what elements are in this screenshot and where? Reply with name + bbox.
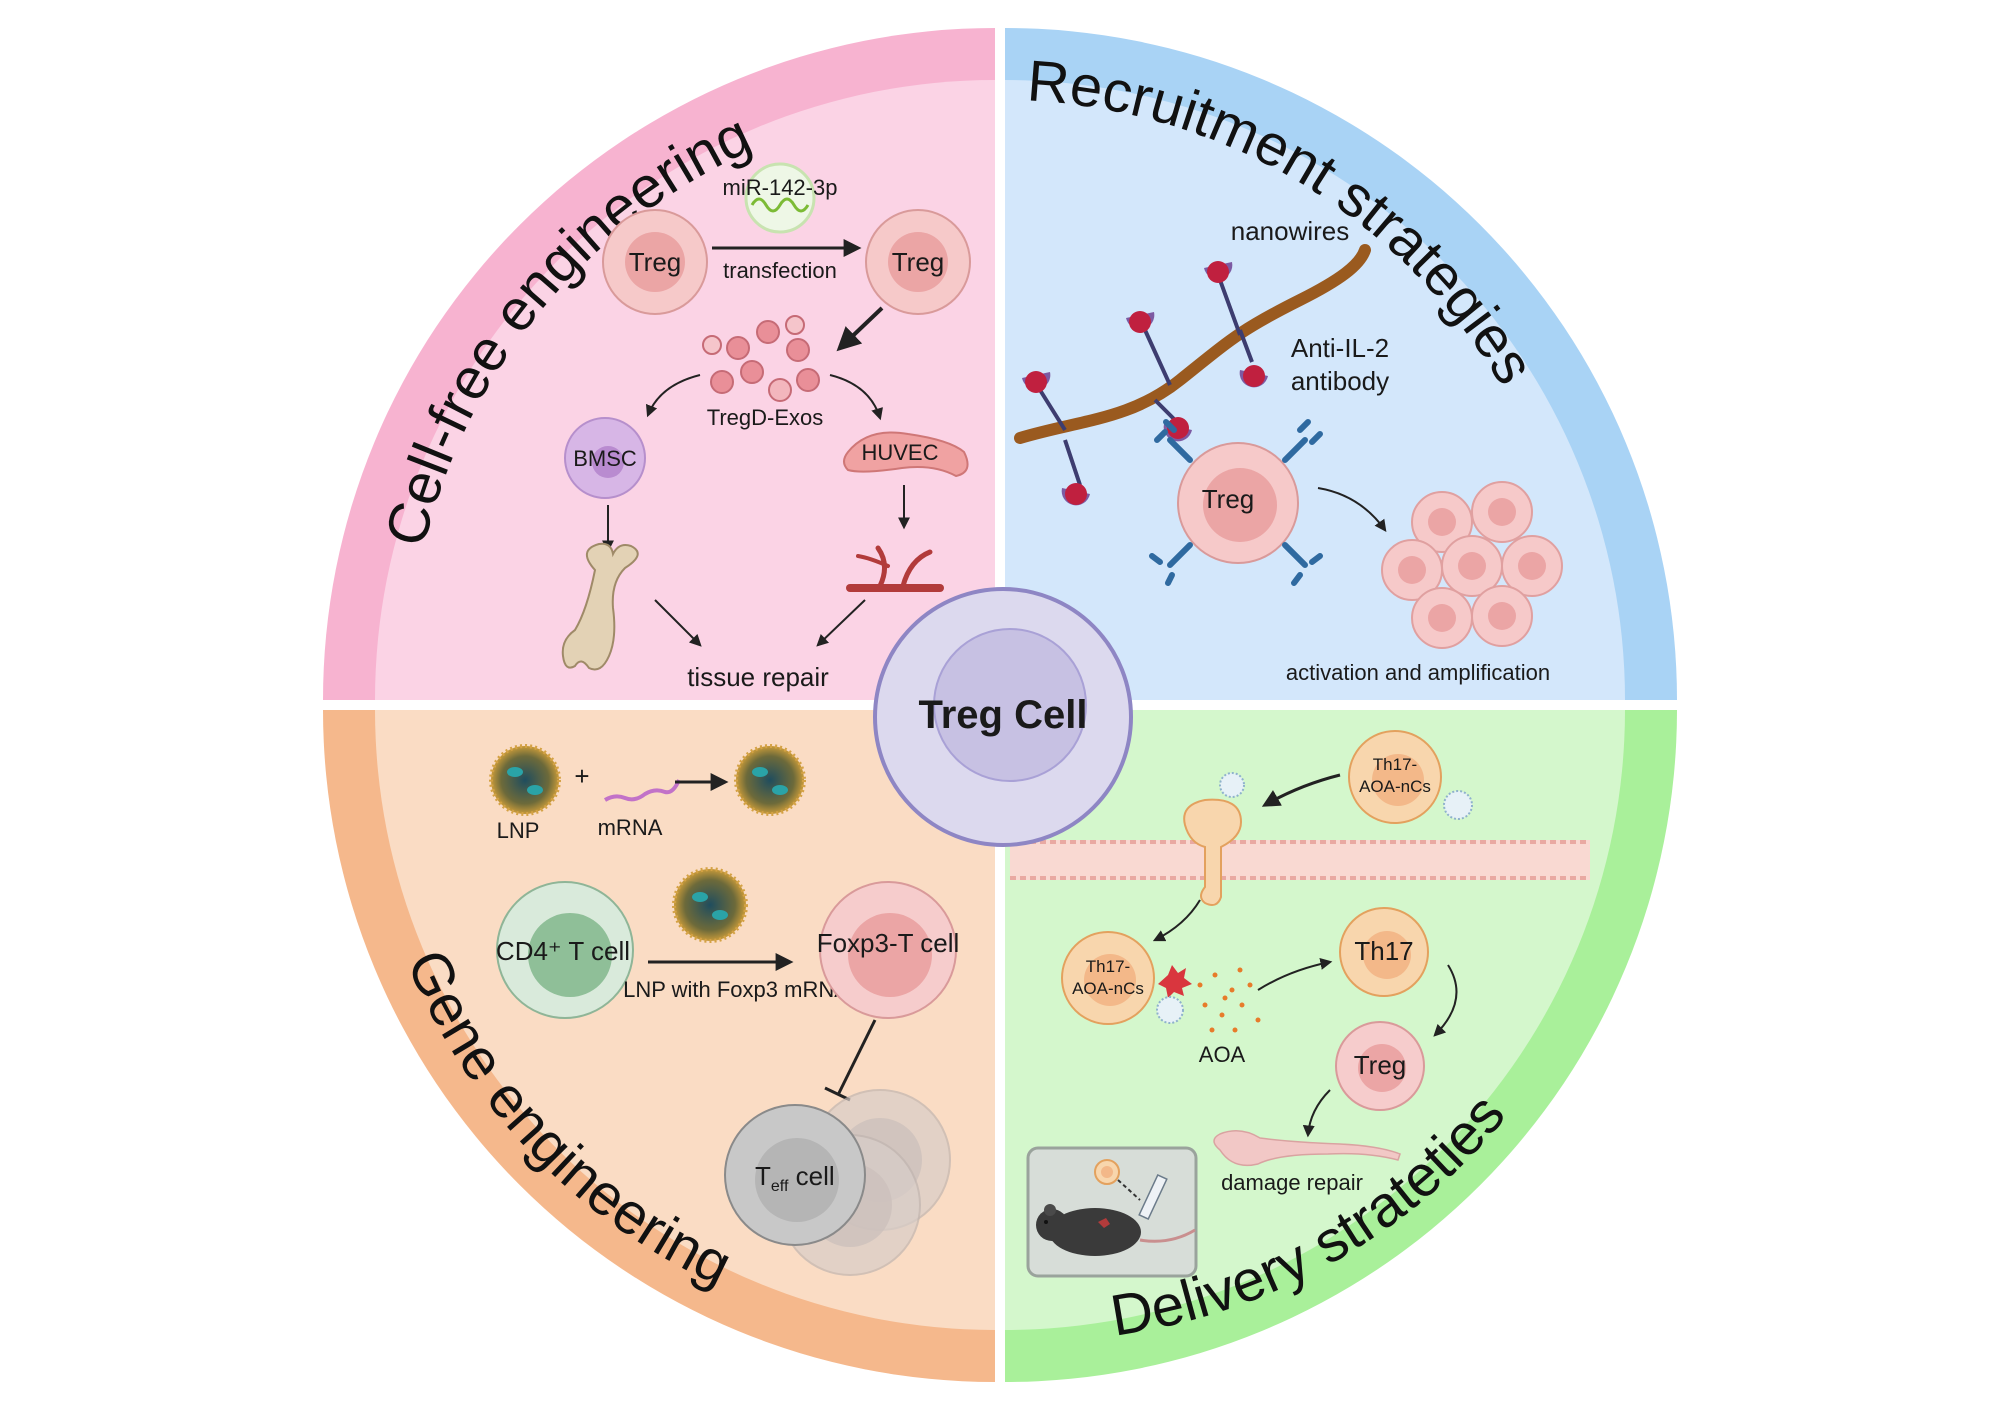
nc-to-barrier-arrow bbox=[1261, 773, 1341, 807]
treg-cell-delivery: Treg bbox=[1335, 1021, 1425, 1111]
cd4-t-cell: CD4⁺ T cell bbox=[496, 881, 634, 1019]
barrier-to-nc-arrow bbox=[1152, 899, 1201, 942]
quadrant-cell-free-bg bbox=[323, 28, 995, 700]
antibody-group bbox=[1022, 261, 1268, 506]
cell-free-content: Treg miR-142-3p transfection Treg bbox=[561, 162, 971, 692]
lnp-particle bbox=[489, 744, 561, 816]
treg-to-repair-arrow bbox=[1302, 1089, 1331, 1138]
treg-right-label: Treg bbox=[892, 247, 945, 277]
th17-nc-bottom: Th17- AOA-nCs bbox=[1061, 931, 1192, 1025]
mrna-label: mRNA bbox=[598, 815, 663, 840]
svg-text:Th17-: Th17- bbox=[1373, 755, 1417, 774]
treg-cell-recruit: Treg bbox=[1149, 419, 1323, 586]
treg-delivery-label: Treg bbox=[1354, 1050, 1407, 1080]
quadrant-gene-bg bbox=[323, 710, 995, 1382]
huvec-cell: HUVEC bbox=[843, 431, 969, 478]
exosome-cluster bbox=[702, 315, 820, 402]
exos-to-bmsc-arrow bbox=[646, 374, 701, 418]
center-title: Treg Cell bbox=[919, 693, 1088, 737]
plus-sign: + bbox=[574, 761, 589, 791]
svg-text:AOA-nCs: AOA-nCs bbox=[1359, 777, 1431, 796]
svg-text:AOA-nCs: AOA-nCs bbox=[1072, 979, 1144, 998]
vessel-to-repair-arrow bbox=[816, 599, 866, 647]
svg-text:Th17-: Th17- bbox=[1086, 957, 1130, 976]
foxp3-t-cell: Foxp3-T cell bbox=[817, 881, 960, 1019]
exos-to-huvec-arrow bbox=[829, 374, 883, 421]
mouse-injection-panel bbox=[1026, 1146, 1198, 1278]
lnp-foxp3-label: LNP with Foxp3 mRNA bbox=[623, 977, 849, 1002]
damage-repair-label: damage repair bbox=[1221, 1170, 1363, 1195]
aoa-dots bbox=[1197, 967, 1261, 1033]
inhibition-line bbox=[836, 1019, 877, 1096]
activation-label: activation and amplification bbox=[1286, 660, 1550, 685]
delivery-content: Th17- AOA-nCs Th17- AOA-nCs bbox=[1010, 730, 1590, 1278]
th17-to-treg-arrow bbox=[1433, 964, 1458, 1037]
spinal-cord-icon bbox=[1213, 1130, 1401, 1167]
bmsc-cell: BMSC bbox=[564, 417, 646, 499]
fill-top-left bbox=[375, 80, 995, 700]
lnp-label: LNP bbox=[497, 818, 540, 843]
treg-recruit-label: Treg bbox=[1202, 484, 1255, 514]
activation-arrow bbox=[1317, 487, 1387, 532]
lnp-foxp3-particle bbox=[672, 867, 748, 943]
quadrant-recruitment-bg bbox=[1005, 28, 1677, 700]
gene-content: LNP + mRNA CD4⁺ T cell LNP with Foxp3 mR… bbox=[489, 744, 960, 1276]
bmsc-label: BMSC bbox=[573, 446, 637, 471]
mirna-label: miR-142-3p bbox=[723, 175, 838, 200]
teff-cells: Teff cell bbox=[724, 1089, 951, 1276]
recruitment-content: nanowires Anti-IL-2 antibody bbox=[1014, 216, 1563, 685]
treg-left-label: Treg bbox=[629, 247, 682, 277]
treg-cell-right: Treg bbox=[865, 209, 971, 315]
treg-to-exos-arrow bbox=[836, 306, 884, 352]
antibody-label-line1: Anti-IL-2 bbox=[1291, 333, 1389, 363]
mrna-strand bbox=[603, 779, 681, 802]
bone-to-repair-arrow bbox=[654, 599, 702, 647]
treg-cell-left: Treg bbox=[602, 209, 708, 315]
exos-label: TregD-Exos bbox=[707, 405, 824, 430]
transfection-label: transfection bbox=[723, 258, 837, 283]
teff-label: Teff cell bbox=[755, 1161, 835, 1195]
vessel-icon bbox=[846, 545, 944, 592]
center-treg-cell: Treg Cell bbox=[873, 587, 1133, 847]
th17-label: Th17 bbox=[1354, 936, 1413, 966]
tissue-repair-label: tissue repair bbox=[687, 662, 829, 692]
mirna-particle: miR-142-3p bbox=[723, 162, 838, 234]
bone-icon bbox=[561, 542, 639, 671]
foxp3-label: Foxp3-T cell bbox=[817, 928, 960, 958]
antibody-label-line2: antibody bbox=[1291, 366, 1389, 396]
aoa-to-th17-arrow bbox=[1257, 958, 1333, 991]
aoa-label: AOA bbox=[1199, 1042, 1246, 1067]
il2-receptors bbox=[1149, 419, 1323, 586]
huvec-label: HUVEC bbox=[861, 440, 938, 465]
cd4-label: CD4⁺ T cell bbox=[496, 936, 630, 966]
transcytosis-vesicle bbox=[1183, 798, 1243, 906]
nanowire bbox=[1014, 244, 1371, 444]
th17-cell: Th17 bbox=[1339, 907, 1429, 997]
barrier-membrane bbox=[1010, 840, 1590, 880]
treg-cluster bbox=[1381, 481, 1563, 649]
th17-nc-top: Th17- AOA-nCs bbox=[1348, 730, 1473, 824]
lnp-loaded bbox=[734, 744, 806, 816]
nanocarrier-free bbox=[1219, 772, 1245, 798]
nanowires-label: nanowires bbox=[1231, 216, 1350, 246]
